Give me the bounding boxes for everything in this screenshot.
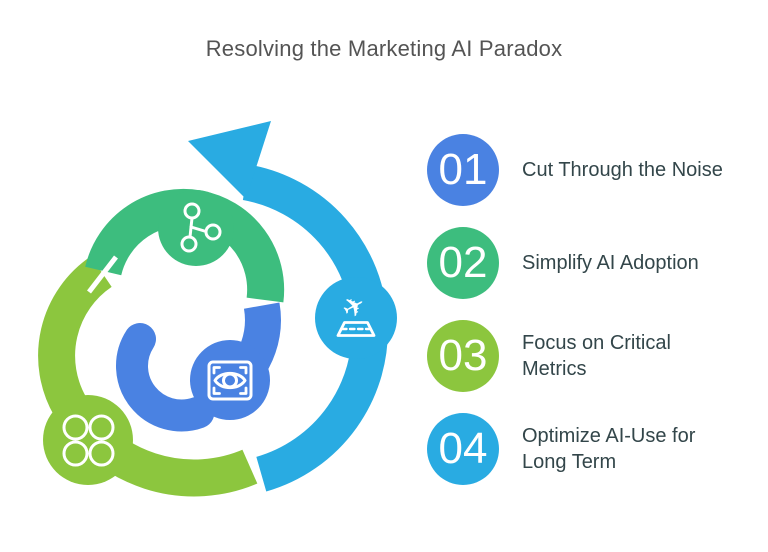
segment-divider-bottom bbox=[240, 442, 265, 490]
step-number-badge: 01 bbox=[427, 134, 499, 206]
step-item: 02 Simplify AI Adoption bbox=[427, 227, 740, 299]
step-label: Focus on Critical Metrics bbox=[522, 332, 671, 380]
step-label: Optimize AI-Use for Long Term bbox=[522, 425, 696, 473]
steps-list: 01 Cut Through the Noise 02 Simplify AI … bbox=[427, 134, 740, 485]
step-item: 04 Optimize AI-Use for Long Term bbox=[427, 413, 740, 485]
marketing-ai-cycle-diagram: ✈ bbox=[38, 121, 397, 497]
eye-segment-bump bbox=[190, 340, 270, 420]
step-number-badge: 02 bbox=[427, 227, 499, 299]
inner-spiral-hook bbox=[116, 323, 215, 432]
step-number-badge: 03 bbox=[427, 320, 499, 392]
segment-divider-top-left bbox=[87, 255, 118, 294]
cycle-arrowhead bbox=[188, 121, 271, 199]
dots-segment-bump bbox=[43, 395, 133, 485]
airplane-segment-bump bbox=[315, 277, 397, 359]
step-label: Cut Through the Noise bbox=[522, 159, 723, 181]
eye-scan-icon bbox=[207, 360, 253, 401]
step-number-badge: 04 bbox=[427, 413, 499, 485]
step-item: 01 Cut Through the Noise bbox=[427, 134, 740, 206]
four-dots-icon bbox=[62, 414, 115, 467]
step-item: 03 Focus on Critical Metrics bbox=[427, 320, 740, 392]
step-label: Simplify AI Adoption bbox=[522, 252, 699, 274]
page-title: Resolving the Marketing AI Paradox bbox=[205, 36, 563, 61]
share-nodes-icon bbox=[180, 202, 222, 253]
